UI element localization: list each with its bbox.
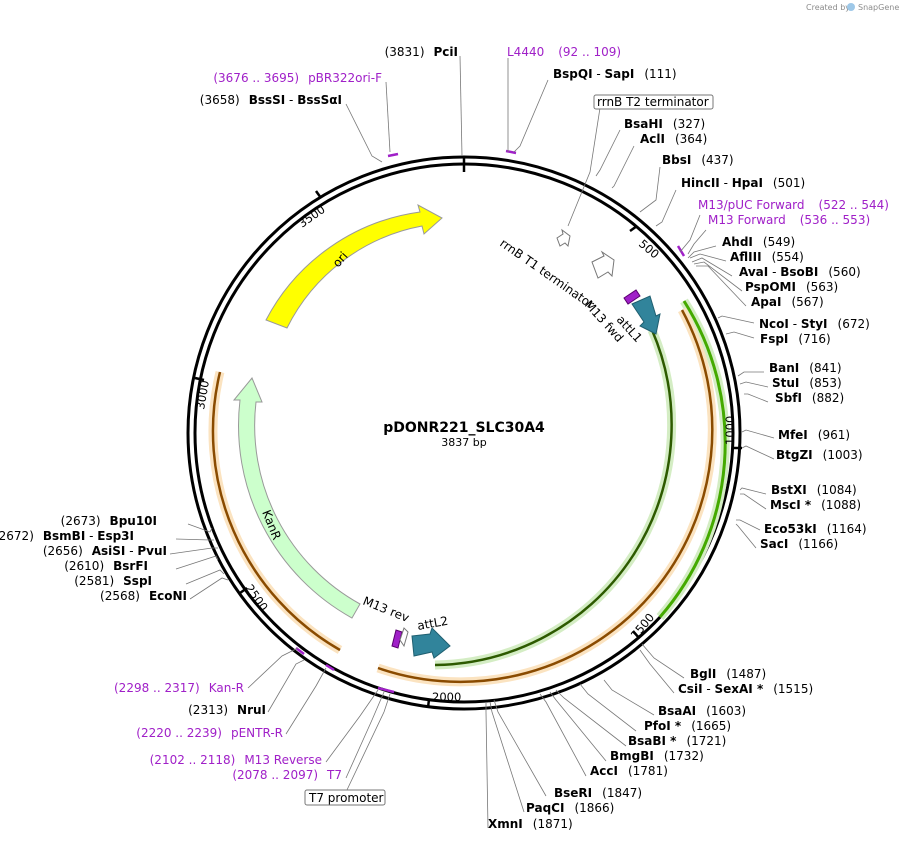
attl1-region: M13 fwd attL1	[582, 289, 661, 345]
m13-rev-small-arrow	[399, 627, 409, 648]
m13-rev-label: M13 rev	[361, 594, 411, 625]
site-label-pcii: (3831)PciI	[385, 45, 458, 59]
credit-prefix: Created by	[806, 3, 850, 12]
m13-rev-primer-arrow	[391, 629, 403, 649]
insert-green-arc	[658, 300, 727, 618]
site-label-l4440: L4440(92 .. 109)	[507, 45, 621, 59]
rrnb-t1-label: rrnB T1 terminator	[497, 236, 597, 312]
insert-orange-left-arc	[208, 370, 343, 654]
site-label-fspi: FspI(716)	[760, 332, 831, 346]
insert-inner-arc	[434, 329, 673, 667]
site-label-t7: (2078 .. 2097)T7	[232, 768, 342, 782]
site-label-bsaai: BsaAI(1603)	[658, 704, 746, 718]
site-label-hincii: HincII - HpaI(501)	[681, 176, 805, 190]
site-labels: L4440(92 .. 109) BspQI - SapI(111) BsaHI(3…	[0, 45, 889, 831]
m13-fwd-primer-arrow	[623, 289, 641, 305]
t7-promoter-box	[304, 789, 386, 806]
site-label-btgzi: BtgZI(1003)	[776, 448, 863, 462]
site-label-paqci: PaqCI(1866)	[526, 801, 614, 815]
site-label-m13-forward: M13 Forward(536 .. 553)	[708, 213, 870, 227]
attl2-arrow	[411, 627, 451, 659]
site-label-bsrfi: (2610)BsrFI	[64, 559, 148, 573]
site-label-msci: MscI *(1088)	[770, 498, 861, 512]
site-label-csii: CsiI - SexAI *(1515)	[678, 682, 813, 696]
site-label-m13-puc-forward: M13/pUC Forward(522 .. 544)	[698, 198, 889, 212]
credit-brand: SnapGene	[858, 3, 899, 12]
rrnb-t2-box	[593, 94, 714, 110]
site-label-acli: AclI(364)	[640, 132, 707, 146]
site-label-avai: AvaI - BsoBI(560)	[739, 265, 861, 279]
plasmid-name: pDONR221_SLC30A4	[383, 420, 545, 436]
insert-arcs	[208, 298, 730, 687]
tick-500: 500	[636, 237, 662, 262]
site-label-bseri: BseRI(1847)	[554, 786, 642, 800]
site-label-ncoi: NcoI - StyI(672)	[759, 317, 870, 331]
plasmid-size: 3837 bp	[441, 436, 486, 449]
rrnb-t1-arrow	[591, 250, 615, 279]
site-label-mfei: MfeI(961)	[778, 428, 850, 442]
site-label-bspqi: BspQI - SapI(111)	[553, 67, 677, 81]
site-label-pbr322ori-f: (3676 .. 3695)pBR322ori-F	[213, 71, 382, 85]
site-label-eco53ki: Eco53kI(1164)	[764, 522, 867, 536]
site-label-afliii: AflIII(554)	[730, 250, 804, 264]
attl2-region: M13 rev attL2	[361, 594, 451, 659]
site-label-bani: BanI(841)	[769, 361, 842, 375]
tick-2000: 2000	[432, 690, 461, 704]
site-label-econi: (2568)EcoNI	[100, 589, 187, 603]
site-label-apai: ApaI(567)	[751, 295, 824, 309]
t7-promoter-label: T7 promoter	[308, 791, 384, 805]
site-label-xmni: XmnI(1871)	[488, 817, 573, 831]
leader-lines-right	[485, 58, 775, 829]
site-label-stui: StuI(853)	[772, 376, 842, 390]
site-label-pspomi: PspOMI(563)	[745, 280, 838, 294]
site-label-bsahi: BsaHI(327)	[624, 117, 705, 131]
site-label-bsmbi: (2672)BsmBI - Esp3I	[0, 529, 134, 543]
primer-marks	[295, 149, 686, 694]
site-label-bbsi: BbsI(437)	[662, 153, 734, 167]
site-label-ahdi: AhdI(549)	[722, 235, 795, 249]
site-label-saci: SacI(1166)	[760, 537, 838, 551]
backbone	[186, 155, 742, 711]
ori-feature: ori	[265, 203, 443, 329]
site-label-bgli: BglI(1487)	[690, 667, 766, 681]
tick-1000: 1000	[723, 416, 737, 445]
site-label-sbfi: SbfI(882)	[775, 391, 844, 405]
plasmid-center: pDONR221_SLC30A4 3837 bp	[383, 420, 545, 449]
rrnb-t2-label: rrnB T2 terminator	[597, 95, 709, 109]
site-label-bsssi: (3658)BssSI - BssSαI	[200, 93, 342, 107]
site-label-pfoi: PfoI *(1665)	[644, 719, 731, 733]
site-label-bstxi: BstXI(1084)	[771, 483, 857, 497]
site-label-bsabi: BsaBI *(1721)	[628, 734, 726, 748]
pbr322-primer-mark	[387, 152, 399, 158]
site-label-bmgbi: BmgBI(1732)	[610, 749, 704, 763]
boxed-feature-labels: rrnB T2 terminator T7 promoter	[304, 94, 714, 806]
snapgene-logo-icon	[847, 3, 855, 11]
tick-3500: 3500	[296, 202, 328, 230]
site-label-acci: AccI(1781)	[590, 764, 668, 778]
terminator-arrows: rrnB T1 terminator	[497, 228, 615, 312]
kanr-arrow	[232, 377, 361, 619]
site-label-sspi: (2581)SspI	[74, 574, 152, 588]
site-label-kan-r: (2298 .. 2317)Kan-R	[114, 681, 244, 695]
insert-orange-left-arc	[211, 371, 341, 652]
leader-lines-left	[169, 55, 463, 793]
rrnb-t2-arrow	[556, 228, 571, 248]
site-label-bpu10i: (2673)Bpu10I	[61, 514, 157, 528]
kanr-primer-mark	[295, 647, 305, 655]
site-label-nrui: (2313)NruI	[188, 703, 266, 717]
m13-reverse-primer-mark	[377, 686, 395, 694]
insert-outer-arc	[377, 309, 714, 684]
site-label-m13-reverse: (2102 .. 2118)M13 Reverse	[150, 753, 322, 767]
scale-ticks: 500 1000 1500 2000 2500 3000 3500	[193, 190, 742, 709]
snapgene-credit: Created by SnapGene	[806, 3, 899, 12]
site-label-asisi: (2656)AsiSI - PvuI	[43, 544, 167, 558]
pentr-primer-mark	[325, 663, 335, 672]
attl2-label: attL2	[416, 614, 449, 633]
tick-3000: 3000	[193, 379, 212, 410]
attl1-arrow	[631, 295, 661, 335]
ori-arrow	[265, 203, 443, 329]
site-label-pentr-r: (2220 .. 2239)pENTR-R	[136, 726, 283, 740]
